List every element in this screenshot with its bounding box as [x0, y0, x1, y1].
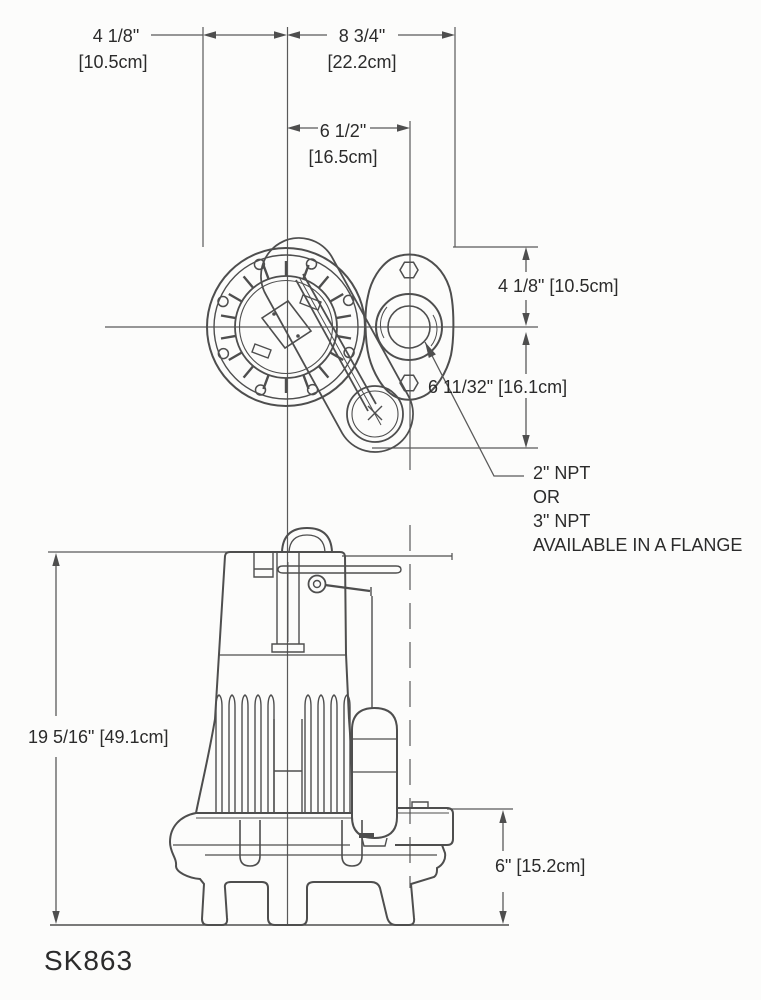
guide-rod: [342, 553, 453, 560]
float-center-mark: [367, 405, 383, 421]
dim-mid-metric: [16.5cm]: [308, 147, 377, 167]
cooling-ribs: [220, 261, 352, 393]
rod-pivot: [307, 574, 327, 594]
float-arm: [295, 273, 377, 412]
dim-flange-upper: 4 1/8" [10.5cm]: [498, 276, 618, 296]
center-column: [273, 719, 303, 813]
dimension-lines: [52, 31, 530, 924]
npt-leader-line: [424, 341, 524, 477]
dim-overall-height: 19 5/16" [49.1cm]: [28, 727, 168, 747]
seal-tube: [271, 553, 305, 653]
dim-top-right-metric: [22.2cm]: [327, 52, 396, 72]
plate-dot: [296, 334, 300, 338]
flange-bolt-top: [399, 261, 419, 279]
flange-bolt-bottom: [399, 374, 419, 392]
mount-tabs: [239, 820, 363, 867]
lift-handle: [281, 526, 333, 553]
float-clip: [359, 833, 374, 838]
dim-top-right-inches: 8 3/4": [339, 26, 385, 46]
model-number-label: SK863: [44, 945, 133, 976]
motor-housing: [214, 551, 350, 720]
base-and-legs: [168, 812, 447, 926]
dim-top-left-inches: 4 1/8": [93, 26, 139, 46]
labels: 4 1/8" [10.5cm] 8 3/4" [22.2cm] 6 1/2" […: [28, 26, 742, 976]
leader-arrowhead: [425, 342, 436, 358]
float-foot: [361, 837, 388, 847]
plate-dot: [272, 312, 276, 316]
float-switch: [351, 706, 398, 840]
float-guard: [260, 237, 414, 453]
npt-note-line-3: 3" NPT: [533, 511, 590, 531]
housing-inner-ring: [213, 254, 359, 400]
npt-note-line-4: AVAILABLE IN A FLANGE: [533, 535, 742, 555]
npt-note-line-1: 2" NPT: [533, 463, 590, 483]
extension-lines: [48, 27, 538, 924]
plate-tab: [251, 343, 272, 359]
dim-mid-inches: 6 1/2": [320, 121, 366, 141]
dim-flange-lower: 6 11/32" [16.1cm]: [428, 377, 567, 397]
discharge-bore: [387, 305, 431, 349]
center-plate: [260, 299, 313, 350]
switch-rod: [324, 583, 371, 593]
discharge-outlet: [395, 807, 454, 846]
float-plan-inner: [351, 390, 399, 438]
float-bands: [352, 738, 397, 773]
dim-top-left-metric: [10.5cm]: [78, 52, 147, 72]
top-view: [206, 237, 455, 453]
cord-bracket: [253, 553, 274, 578]
cooling-fins: [215, 694, 351, 813]
dim-discharge-height: 6" [15.2cm]: [495, 856, 585, 876]
outlet-tab: [411, 801, 429, 808]
side-view: [50, 526, 509, 926]
base-band-lines: [173, 844, 437, 856]
float-plan-outer: [346, 385, 404, 443]
npt-note-line-2: OR: [533, 487, 560, 507]
discharge-flange-plate: [364, 253, 455, 401]
discharge-opening: [375, 293, 443, 361]
rod-bracket-bar: [277, 565, 402, 574]
plate-tab: [299, 294, 322, 311]
